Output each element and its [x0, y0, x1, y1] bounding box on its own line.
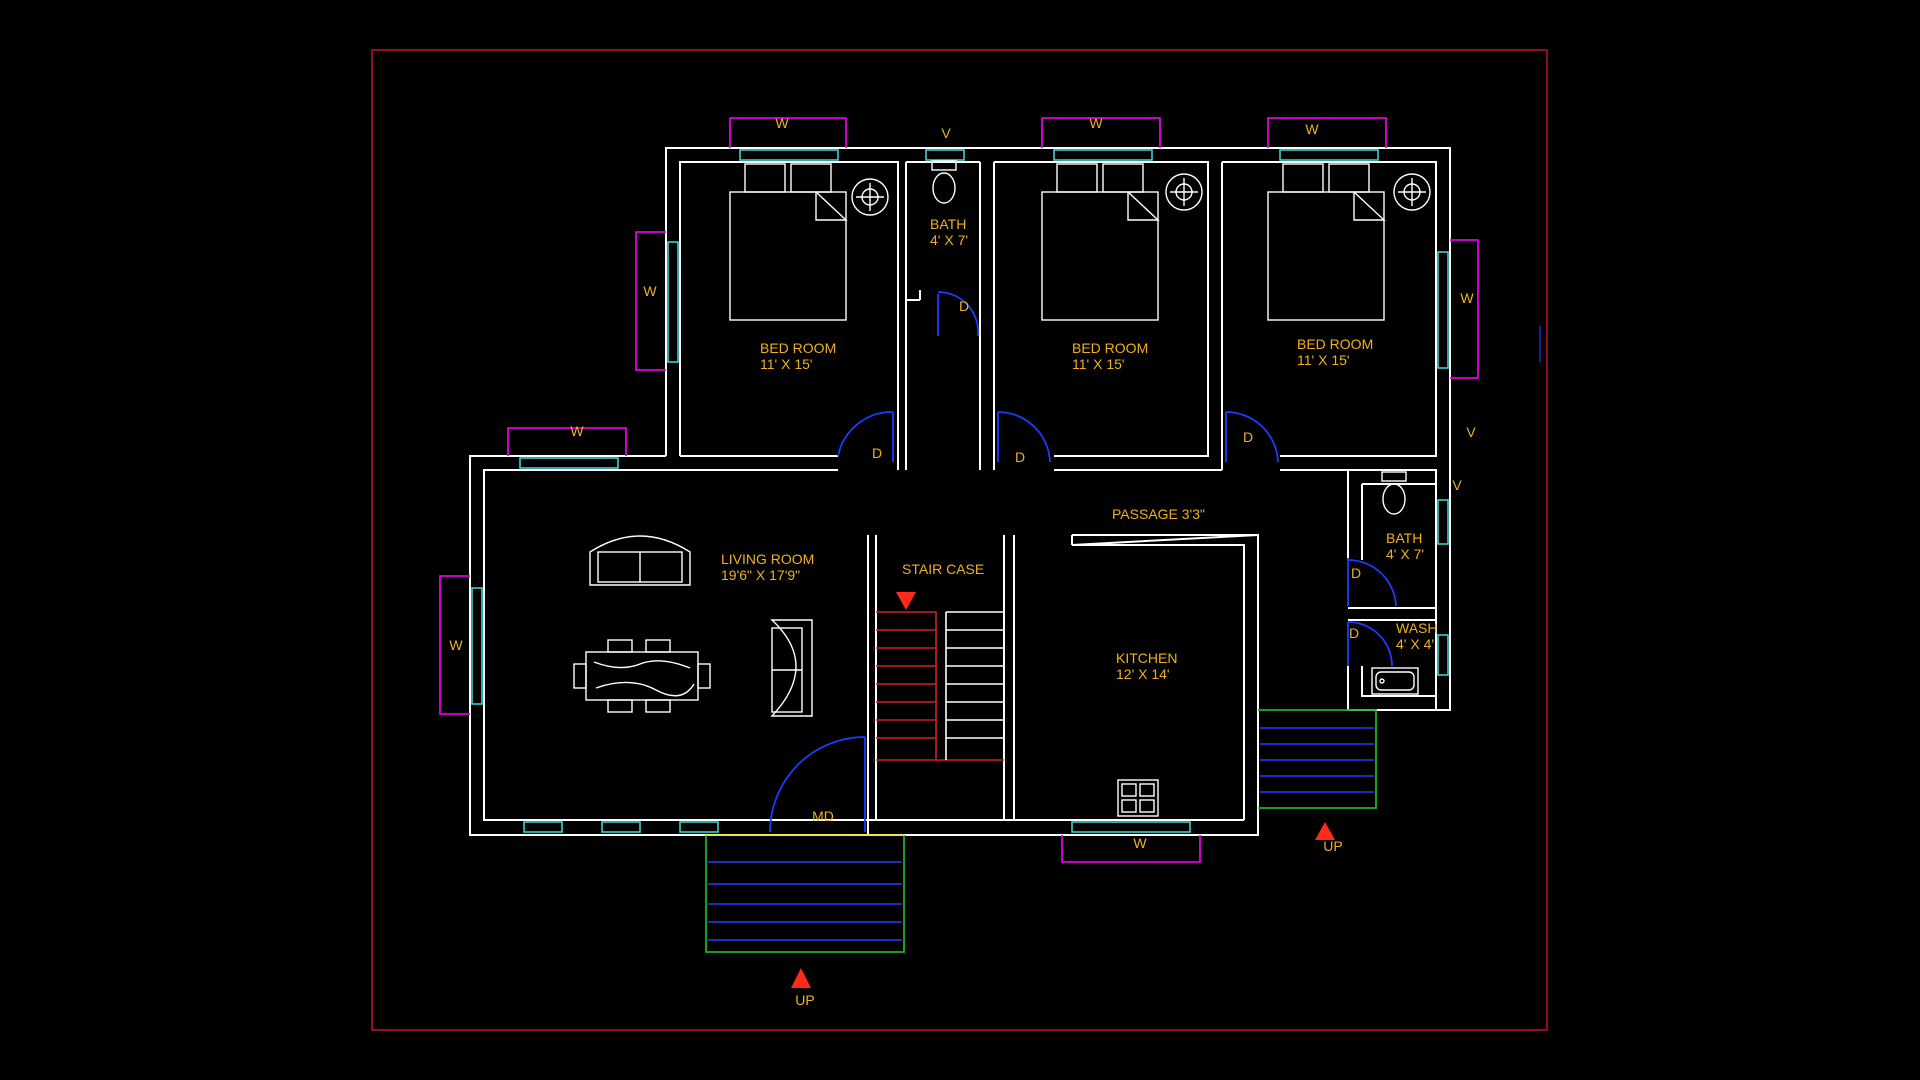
- sofa-icon: [589, 535, 691, 586]
- door-mark: D: [959, 298, 969, 314]
- room-name: BED ROOM: [1297, 336, 1373, 352]
- bed-1: [729, 163, 848, 321]
- room-name: BED ROOM: [1072, 340, 1148, 356]
- room-name: LIVING ROOM: [721, 551, 814, 567]
- door-mark: D: [1349, 625, 1359, 641]
- door-mark: D: [872, 445, 882, 461]
- window-sills: [439, 117, 1479, 863]
- door-mark: D: [1243, 429, 1253, 445]
- bed-2: [1041, 163, 1160, 321]
- room-name: WASH: [1396, 620, 1437, 636]
- door-mark: D: [1351, 565, 1361, 581]
- labels: W W W W W W W W V V V D D D D D D MD BED…: [449, 115, 1476, 1008]
- up-label: UP: [1323, 838, 1342, 854]
- room-name: BATH: [930, 216, 966, 232]
- drawing-border: [371, 49, 1548, 1031]
- door-mark: D: [1015, 449, 1025, 465]
- window-mark: W: [1133, 835, 1147, 851]
- room-size: 4' X 4': [1396, 636, 1434, 652]
- room-size: 12' X 14': [1116, 666, 1170, 682]
- room-size: 11' X 15': [1072, 356, 1125, 372]
- bathtub-icon: [1371, 667, 1419, 695]
- window-mark: W: [1305, 121, 1319, 137]
- toilet-icon: [931, 160, 1407, 515]
- stair-arrow-icon: [896, 592, 916, 610]
- room-name: BED ROOM: [760, 340, 836, 356]
- window-mark: W: [1460, 290, 1474, 306]
- room-size: 4' X 7': [1386, 546, 1424, 562]
- ventilator-mark: V: [1452, 477, 1462, 493]
- room-name: BATH: [1386, 530, 1422, 546]
- ventilator-mark: V: [1466, 424, 1476, 440]
- dining-table-icon: [573, 639, 711, 713]
- main-door-mark: MD: [812, 808, 834, 824]
- up-arrow-icon: [791, 968, 811, 988]
- room-name: STAIR CASE: [902, 561, 984, 577]
- window-mark: W: [1089, 115, 1103, 131]
- window-mark: W: [775, 115, 789, 131]
- sofa-side-icon: [770, 619, 813, 717]
- bed-3: [1267, 163, 1386, 321]
- ventilator-mark: V: [941, 125, 951, 141]
- side-steps: [1258, 709, 1377, 840]
- doors: [769, 291, 1397, 833]
- front-steps: [705, 834, 905, 988]
- room-name: KITCHEN: [1116, 650, 1177, 666]
- stove-icon: [1117, 779, 1159, 817]
- window-mark: W: [570, 423, 584, 439]
- room-name: PASSAGE 3'3": [1112, 506, 1205, 522]
- up-arrow-icon: [1315, 822, 1335, 840]
- side-table-lamp-icon: [851, 173, 1431, 216]
- windows: [471, 149, 1449, 833]
- exterior-walls: [469, 147, 1451, 836]
- room-size: 19'6" X 17'9": [721, 567, 800, 583]
- window-mark: W: [643, 283, 657, 299]
- room-size: 4' X 7': [930, 232, 968, 248]
- staircase: [876, 592, 1004, 761]
- interior-walls: [680, 161, 1437, 835]
- room-size: 11' X 15': [1297, 352, 1350, 368]
- up-label: UP: [795, 992, 814, 1008]
- window-mark: W: [449, 637, 463, 653]
- room-size: 11' X 15': [760, 356, 813, 372]
